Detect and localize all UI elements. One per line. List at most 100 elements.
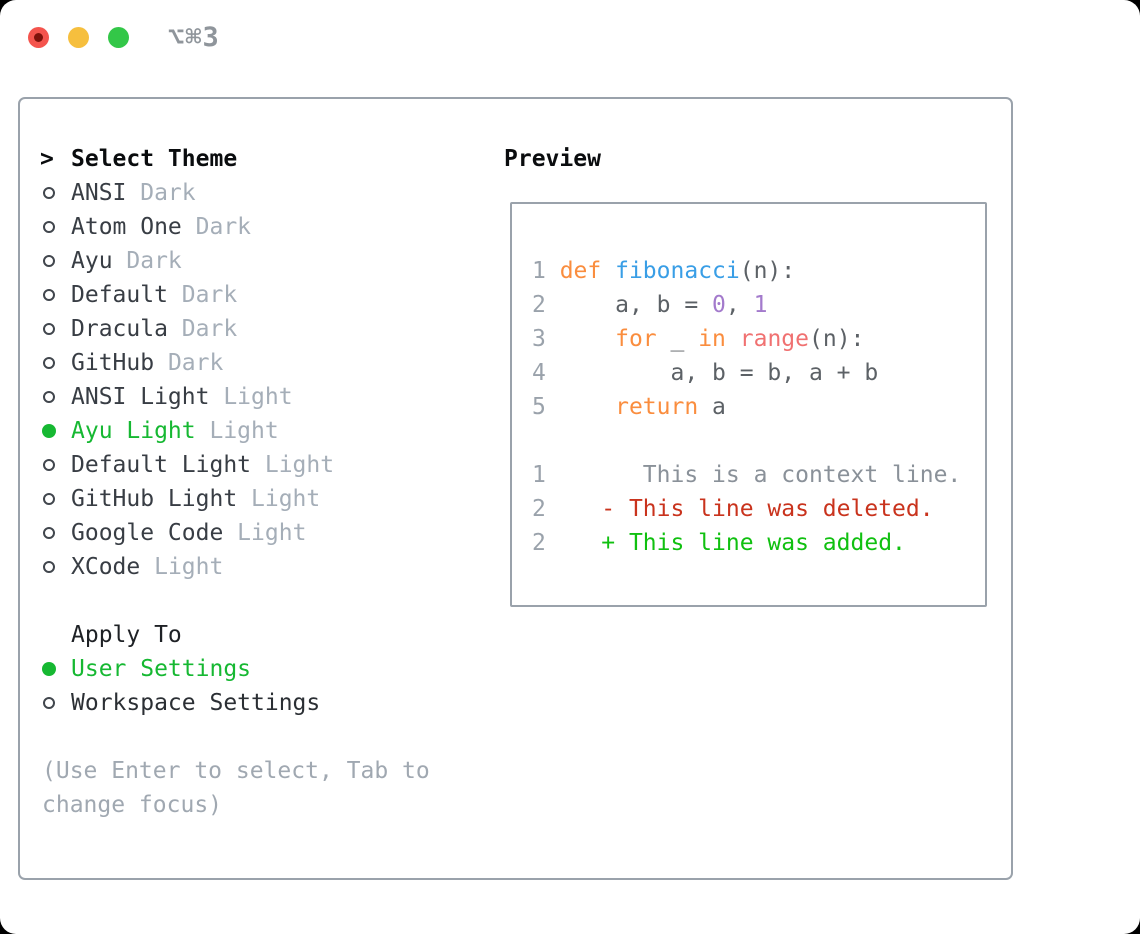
theme-variant-label: Light xyxy=(209,384,293,410)
minimize-button[interactable] xyxy=(68,27,89,48)
theme-item-default[interactable]: Default Dark xyxy=(40,278,430,312)
code-token-number: 1 xyxy=(753,292,768,318)
code-line: 4 a, b = b, a + b xyxy=(532,356,961,390)
line-number: 2 xyxy=(532,292,560,318)
empty-iconslot xyxy=(42,628,56,642)
code-token-keyword: in xyxy=(698,326,726,352)
apply-option-user-settings[interactable]: User Settings xyxy=(40,652,430,686)
theme-variant-label: Light xyxy=(251,452,335,478)
code-line: 2 a, b = 0, 1 xyxy=(532,288,961,322)
close-button[interactable] xyxy=(28,27,49,48)
theme-item-xcode[interactable]: XCode Light xyxy=(40,550,430,584)
theme-item-label: Ayu xyxy=(71,248,113,274)
zoom-button[interactable] xyxy=(108,27,129,48)
theme-variant-label: Dark xyxy=(181,214,252,240)
theme-variant-label: Dark xyxy=(154,350,224,376)
theme-item-google-code[interactable]: Google Code Light xyxy=(40,516,430,550)
code-token-keyword: for xyxy=(615,326,657,352)
radio-unselected-icon xyxy=(42,356,56,370)
theme-item-ansi[interactable]: ANSI Dark xyxy=(40,176,430,210)
radio-unselected-icon xyxy=(42,220,56,234)
apply-option-workspace-settings[interactable]: Workspace Settings xyxy=(40,686,430,720)
code-token-function: fibonacci xyxy=(615,258,740,284)
spacer xyxy=(40,584,430,618)
help-text: (Use Enter to select, Tab to change focu… xyxy=(42,758,430,818)
window-title: ⌥⌘3 xyxy=(168,22,220,53)
theme-variant-label: Light xyxy=(223,520,307,546)
radio-selected-icon xyxy=(42,424,56,438)
radio-unselected-icon xyxy=(42,560,56,574)
theme-list-header: Select Theme xyxy=(71,146,238,172)
code-token-plain: _ xyxy=(656,326,699,352)
code-line: 3 for _ in range(n): xyxy=(532,322,961,356)
theme-item-label: Atom One xyxy=(71,214,182,240)
theme-item-default-light[interactable]: Default Light Light xyxy=(40,448,430,482)
code-line: 2 - This line was deleted. xyxy=(532,492,961,526)
theme-item-label: Google Code xyxy=(71,520,224,546)
theme-item-ayu[interactable]: Ayu Dark xyxy=(40,244,430,278)
radio-selected-icon xyxy=(42,662,56,676)
apply-to-header: Apply To xyxy=(71,622,182,648)
apply-option-label: User Settings xyxy=(71,656,252,682)
line-number: 2 xyxy=(532,496,560,522)
theme-item-label: GitHub xyxy=(71,350,155,376)
apply-to-header-row: Apply To xyxy=(40,618,430,652)
code-line: 1 This is a context line. xyxy=(532,458,961,492)
code-token-added: + This line was added. xyxy=(559,530,906,556)
theme-item-label: Default Light xyxy=(71,452,252,478)
theme-item-ansi-light[interactable]: ANSI Light Light xyxy=(40,380,430,414)
code-token-plain: a xyxy=(698,394,726,420)
line-number: 5 xyxy=(532,394,560,420)
theme-item-label: ANSI Light xyxy=(71,384,210,410)
spacer xyxy=(40,720,430,754)
line-number: 1 xyxy=(532,462,560,488)
radio-unselected-icon xyxy=(42,458,56,472)
code-line: 1 def fibonacci(n): xyxy=(532,254,961,288)
radio-unselected-icon xyxy=(42,254,56,268)
theme-item-label: XCode xyxy=(71,554,141,580)
code-token-plain xyxy=(560,394,615,420)
theme-item-atom-one[interactable]: Atom One Dark xyxy=(40,210,430,244)
theme-variant-label: Light xyxy=(195,418,279,444)
theme-item-label: Ayu Light xyxy=(71,418,196,444)
code-line xyxy=(532,424,961,458)
theme-variant-label: Dark xyxy=(167,282,238,308)
radio-unselected-icon xyxy=(42,322,56,336)
line-number: 4 xyxy=(532,360,560,386)
theme-item-ayu-light[interactable]: Ayu Light Light xyxy=(40,414,430,448)
code-line: 2 + This line was added. xyxy=(532,526,961,560)
code-token-plain: (n): xyxy=(809,326,865,352)
radio-unselected-icon xyxy=(42,696,56,710)
line-number: 3 xyxy=(532,326,560,352)
theme-item-label: GitHub Light xyxy=(71,486,238,512)
line-number: 2 xyxy=(532,530,560,556)
apply-option-label: Workspace Settings xyxy=(71,690,321,716)
theme-variant-label: Dark xyxy=(167,316,238,342)
radio-unselected-icon xyxy=(42,390,56,404)
code-token-keyword: return xyxy=(615,394,699,420)
code-token-plain: (n): xyxy=(739,258,796,284)
radio-unselected-icon xyxy=(42,526,56,540)
theme-item-github-light[interactable]: GitHub Light Light xyxy=(40,482,430,516)
line-number: 1 xyxy=(532,258,560,284)
theme-variant-label: Light xyxy=(237,486,321,512)
theme-item-label: Default xyxy=(71,282,168,308)
theme-item-label: ANSI xyxy=(71,180,127,206)
code-token-plain xyxy=(601,258,615,284)
code-line: 5 return a xyxy=(532,390,961,424)
radio-unselected-icon xyxy=(42,288,56,302)
theme-variant-label: Dark xyxy=(126,180,196,206)
theme-item-dracula[interactable]: Dracula Dark xyxy=(40,312,430,346)
theme-item-label: Dracula xyxy=(71,316,168,342)
code-token-plain: , xyxy=(725,292,754,318)
code-token-keyword: def xyxy=(559,258,602,284)
theme-variant-label: Dark xyxy=(112,248,182,274)
titlebar: ⌥⌘3 xyxy=(0,0,1140,70)
code-token-builtin: range xyxy=(739,326,809,352)
theme-item-github[interactable]: GitHub Dark xyxy=(40,346,430,380)
